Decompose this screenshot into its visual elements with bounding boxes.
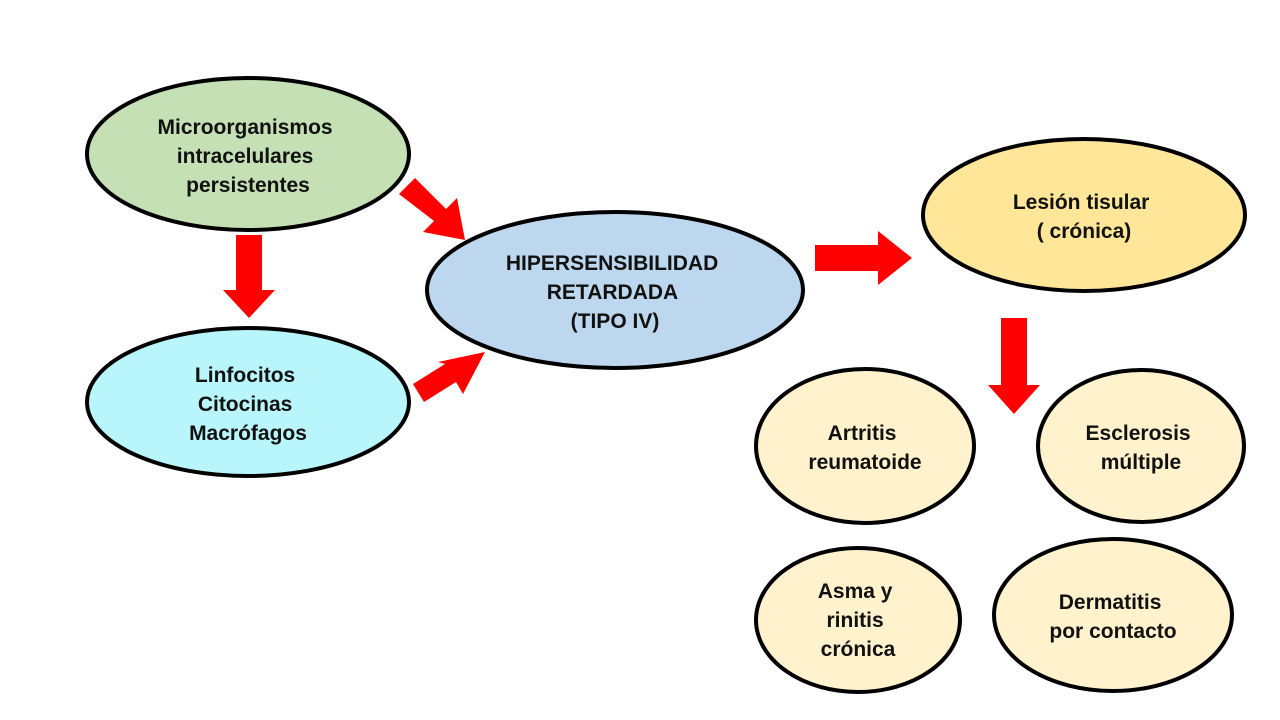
node-sclerosis-shape — [1036, 368, 1246, 524]
node-asthma-line-3: crónica — [821, 638, 896, 661]
node-lesion-line-2: ( crónica) — [1037, 220, 1132, 243]
node-microorganisms-shape — [85, 76, 411, 232]
node-microorganisms-line-2: intracelulares — [177, 145, 314, 168]
node-lesion-line-1: Lesión tisular — [1013, 191, 1150, 214]
node-lymphocytes-shape — [85, 326, 411, 478]
node-dermatitis-shape — [992, 537, 1234, 693]
node-asthma-label: Asma y rinitis crónica — [818, 580, 899, 661]
node-arthritis-shape — [754, 367, 976, 525]
arrow-lesion-to-diseases — [988, 318, 1040, 414]
node-microorganisms-line-3: persistentes — [186, 174, 310, 197]
node-sclerosis-label: Esclerosis múltiple — [1086, 422, 1197, 474]
arrows — [223, 178, 1040, 414]
node-hypersensitivity-line-3: (TIPO IV) — [571, 310, 660, 333]
node-hypersensitivity: HIPERSENSIBILIDAD RETARDADA (TIPO IV) — [425, 210, 805, 370]
node-lymphocytes-line-3: Macrófagos — [189, 422, 307, 445]
node-lymphocytes-label: Linfocitos Citocinas Macrófagos — [189, 364, 307, 445]
node-lesion-label: Lesión tisular ( crónica) — [1013, 191, 1155, 243]
node-asthma: Asma y rinitis crónica — [754, 546, 962, 694]
node-dermatitis: Dermatitis por contacto — [992, 537, 1234, 693]
node-sclerosis-line-2: múltiple — [1101, 451, 1182, 474]
arrow-hypersensitivity-to-lesion — [815, 231, 912, 285]
node-lesion-shape — [921, 137, 1247, 293]
node-lymphocytes: Linfocitos Citocinas Macrófagos — [85, 326, 411, 478]
node-hypersensitivity-line-2: RETARDADA — [547, 281, 678, 304]
node-arthritis-label: Artritis reumatoide — [808, 422, 921, 474]
arrow-microorganisms-to-hypersensitivity — [399, 178, 465, 240]
node-arthritis: Artritis reumatoide — [754, 367, 976, 525]
arrow-microorganisms-to-lymphocytes — [223, 235, 275, 318]
node-arthritis-line-1: Artritis — [828, 422, 897, 445]
node-hypersensitivity-label: HIPERSENSIBILIDAD RETARDADA (TIPO IV) — [506, 252, 724, 333]
node-microorganisms-label: Microorganismos intracelulares persisten… — [158, 116, 339, 197]
node-asthma-line-2: rinitis — [826, 609, 883, 632]
node-microorganisms: Microorganismos intracelulares persisten… — [85, 76, 411, 232]
node-lymphocytes-line-2: Citocinas — [198, 393, 293, 416]
node-lesion: Lesión tisular ( crónica) — [921, 137, 1247, 293]
node-arthritis-line-2: reumatoide — [808, 451, 921, 474]
node-asthma-shape — [754, 546, 962, 694]
node-dermatitis-label: Dermatitis por contacto — [1049, 591, 1176, 643]
node-hypersensitivity-line-1: HIPERSENSIBILIDAD — [506, 252, 718, 275]
node-microorganisms-line-1: Microorganismos — [158, 116, 333, 139]
node-sclerosis: Esclerosis múltiple — [1036, 368, 1246, 524]
node-dermatitis-line-1: Dermatitis — [1059, 591, 1162, 614]
node-hypersensitivity-shape — [425, 210, 805, 370]
node-lymphocytes-line-1: Linfocitos — [195, 364, 295, 387]
arrow-lymphocytes-to-hypersensitivity — [413, 352, 485, 402]
node-asthma-line-1: Asma y — [818, 580, 893, 603]
node-sclerosis-line-1: Esclerosis — [1086, 422, 1191, 445]
node-dermatitis-line-2: por contacto — [1049, 620, 1176, 643]
